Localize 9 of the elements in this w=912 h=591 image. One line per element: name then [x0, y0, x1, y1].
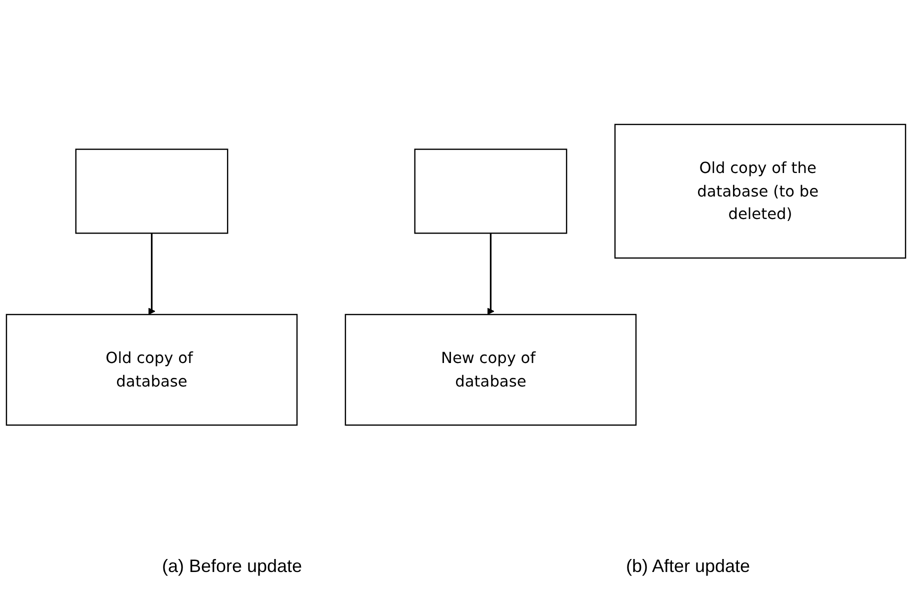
- node-box: Old copy of database: [6, 314, 298, 426]
- node-box: Old copy of the database (to be deleted): [614, 124, 906, 259]
- node-box: New copy of database: [344, 314, 637, 426]
- node-box: [414, 148, 568, 234]
- caption-label: (a) Before update: [162, 556, 302, 577]
- arrow: [148, 232, 156, 316]
- node-box: [75, 148, 228, 234]
- arrow: [487, 232, 494, 316]
- caption-label: (b) After update: [626, 556, 750, 577]
